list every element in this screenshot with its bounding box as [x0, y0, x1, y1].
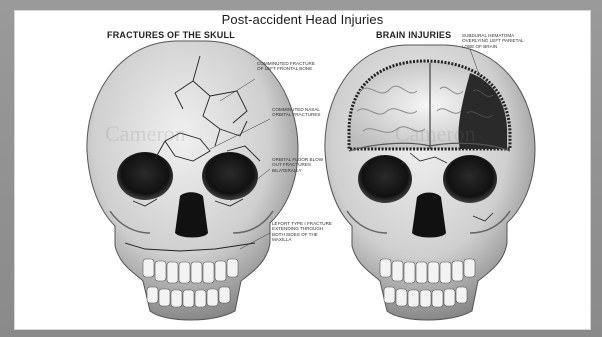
watermark-left: Cameron	[105, 121, 186, 147]
left-skull	[87, 41, 298, 320]
slide-title: Post-accident Head Injuries	[15, 12, 590, 27]
label-orbital-floor: ORBITAL FLOOR BLOW OUT FRACTURES BILATER…	[272, 157, 332, 173]
label-nasal-orbital: COMMINUTED NASAL ORBITAL FRACTURES	[272, 107, 332, 118]
slide: Cameron Cameron Post-accident Head Injur…	[14, 10, 591, 330]
watermark-right: Cameron	[395, 121, 476, 147]
right-skull	[325, 45, 535, 320]
right-heading: BRAIN INJURIES	[376, 30, 451, 40]
label-lefort: LEFORT TYPE I FRACTURE EXTENDING THROUGH…	[272, 221, 332, 243]
label-frontal-fracture: COMMINUTED FRACTURE OF LEFT FRONTAL BONE	[257, 61, 317, 72]
left-heading: FRACTURES OF THE SKULL	[107, 30, 235, 40]
label-subdural: SUBDURAL HEMATOMA OVERLYING LEFT PARIETA…	[462, 33, 532, 49]
